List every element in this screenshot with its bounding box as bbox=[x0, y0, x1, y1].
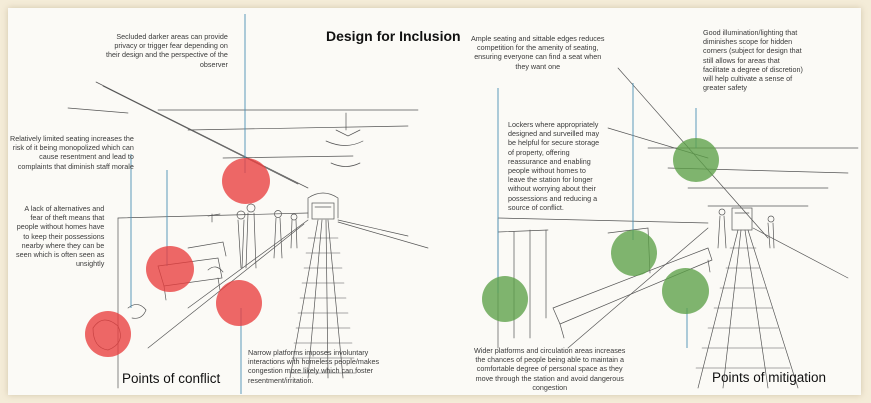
conflict-marker-possessions bbox=[85, 311, 131, 357]
mitigation-marker-seating bbox=[611, 230, 657, 276]
note-limited-seating: Relatively limited seating increases the… bbox=[10, 134, 134, 171]
mitigation-marker-wider-platforms bbox=[662, 268, 709, 314]
caption-points-of-conflict: Points of conflict bbox=[122, 371, 221, 386]
conflict-marker-secluded bbox=[222, 158, 270, 204]
mitigation-marker-lockers bbox=[482, 276, 528, 322]
note-lack-of-alternatives: A lack of alternatives and fear of theft… bbox=[16, 204, 105, 269]
note-ample-seating: Ample seating and sittable edges reduces… bbox=[471, 34, 605, 71]
conflict-marker-seating bbox=[146, 246, 194, 292]
note-secluded-areas: Secluded darker areas can provide privac… bbox=[106, 32, 228, 69]
conflict-marker-narrow bbox=[216, 280, 262, 326]
figure-title: Design for Inclusion bbox=[326, 28, 461, 44]
mitigation-marker-lighting bbox=[673, 138, 719, 182]
note-narrow-platforms: Narrow platforms imposes involuntary int… bbox=[248, 348, 380, 385]
figure-frame: Design for Inclusion Secluded darker are… bbox=[8, 8, 861, 395]
note-wider-platforms: Wider platforms and circulation areas in… bbox=[474, 346, 626, 392]
note-good-lighting: Good illumination/lighting that diminish… bbox=[703, 28, 803, 93]
right-platform-sketch bbox=[497, 67, 859, 389]
caption-points-of-mitigation: Points of mitigation bbox=[712, 370, 827, 385]
note-lockers: Lockers where appropriately designed and… bbox=[508, 120, 600, 212]
